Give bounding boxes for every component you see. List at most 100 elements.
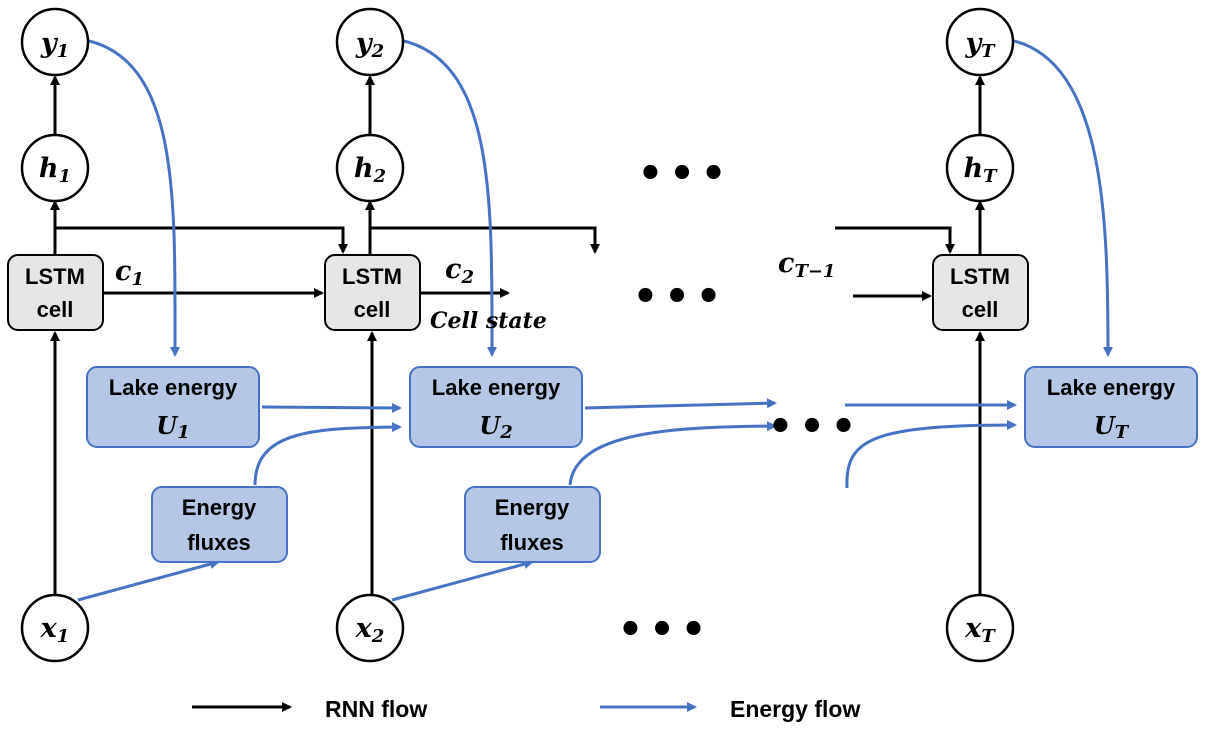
lake-energy-2-label: Lake energy bbox=[432, 375, 561, 400]
svg-text:cT−1: cT−1 bbox=[778, 248, 835, 282]
y1-to-lake1-arrow bbox=[84, 38, 181, 357]
svg-text:h2: h2 bbox=[354, 153, 386, 187]
ellipsis-input: ••• bbox=[618, 607, 713, 653]
ellipsis-energy: ••• bbox=[768, 404, 863, 450]
h1-subscript: 1 bbox=[59, 166, 72, 187]
input-node-xT bbox=[945, 593, 1015, 663]
cT-minus-1-subscript: T−1 bbox=[794, 261, 835, 282]
U1-symbol: U bbox=[156, 411, 179, 440]
hT-subscript: T bbox=[983, 166, 998, 187]
UT-symbol: U bbox=[1094, 411, 1117, 440]
lake-energy-1-label: Lake energy bbox=[109, 375, 238, 400]
input-node-x2 bbox=[335, 593, 405, 663]
legend: RNN flow Energy flow bbox=[192, 696, 860, 722]
h2-symbol: h bbox=[354, 153, 374, 184]
energy-arrows bbox=[77, 38, 1113, 602]
output-node-y1 bbox=[20, 7, 90, 77]
lake-energy-T-label: Lake energy bbox=[1047, 375, 1176, 400]
cell-state-labels: c1 c2 cT−1 Cell state bbox=[115, 248, 835, 334]
svg-text:x1: x1 bbox=[40, 613, 70, 647]
cT-minus-1-symbol: c bbox=[778, 248, 794, 279]
xT-symbol: x bbox=[964, 613, 982, 644]
energy-fluxes-2-line1: Energy bbox=[495, 495, 570, 520]
lstm-cell-1-line1: LSTM bbox=[25, 264, 85, 289]
lake-energy-box-2 bbox=[409, 366, 583, 448]
svg-text:U2: U2 bbox=[479, 411, 512, 443]
output-node-y2 bbox=[335, 7, 405, 77]
flux2-forward-arrow bbox=[568, 421, 777, 486]
svg-text:c2: c2 bbox=[445, 254, 474, 288]
lake2-forward-arrow bbox=[584, 398, 777, 410]
hidden-node-hT bbox=[945, 133, 1015, 203]
column-T: yT hT LSTM cell Lake energy UT xT bbox=[932, 7, 1198, 663]
ellipsis-cell: ••• bbox=[633, 274, 728, 320]
svg-text:UT: UT bbox=[1094, 411, 1130, 443]
h1-symbol: h bbox=[39, 153, 59, 184]
energy-fluxes-box-2 bbox=[464, 486, 601, 563]
legend-rnn-label: RNN flow bbox=[325, 696, 427, 722]
x1-subscript: 1 bbox=[57, 626, 70, 647]
U2-symbol: U bbox=[479, 411, 502, 440]
y1-subscript: 1 bbox=[57, 41, 70, 62]
svg-text:U1: U1 bbox=[156, 411, 189, 443]
column-2: y2 h2 LSTM cell Lake energy U2 Energy fl… bbox=[324, 7, 601, 663]
lstm-cell-2 bbox=[324, 254, 421, 331]
yT-to-lakeT-arrow bbox=[1009, 38, 1113, 357]
h2-subscript: 2 bbox=[373, 166, 387, 187]
svg-text:y2: y2 bbox=[355, 28, 384, 62]
energy-fluxes-box-1 bbox=[151, 486, 288, 563]
fluxT-minus-1-to-lakeT-arrow bbox=[845, 420, 1017, 489]
svg-text:hT: hT bbox=[963, 153, 998, 187]
xT-subscript: T bbox=[981, 626, 996, 647]
x2-subscript: 2 bbox=[371, 626, 385, 647]
flux1-to-lake2-arrow bbox=[253, 422, 402, 486]
h1-to-lstm2-arrow bbox=[55, 226, 348, 254]
lstm-cell-T-line1: LSTM bbox=[950, 264, 1010, 289]
ellipses: ••• ••• ••• ••• bbox=[618, 151, 863, 653]
lake-energy-box-1 bbox=[86, 366, 260, 448]
lstm-cell-2-line1: LSTM bbox=[342, 264, 402, 289]
U2-subscript: 2 bbox=[499, 422, 513, 443]
y1-symbol: y bbox=[40, 28, 59, 59]
cell-state-label: Cell state bbox=[430, 308, 547, 334]
svg-text:y1: y1 bbox=[40, 28, 69, 62]
x1-to-flux1-arrow bbox=[77, 559, 220, 602]
output-node-yT bbox=[945, 7, 1015, 77]
ellipsis-hidden: ••• bbox=[638, 151, 733, 197]
c2-symbol: c bbox=[445, 254, 461, 285]
svg-text:x2: x2 bbox=[355, 613, 385, 647]
y2-to-lake2-arrow bbox=[399, 38, 498, 357]
c1-subscript: 1 bbox=[131, 269, 144, 290]
column-1: y1 h1 LSTM cell Lake energy U1 Energy fl… bbox=[7, 7, 288, 663]
hT-minus-1-to-lstmT-arrow bbox=[835, 226, 955, 254]
legend-energy-label: Energy flow bbox=[730, 696, 860, 722]
U1-subscript: 1 bbox=[177, 422, 190, 443]
lstm-cell-1 bbox=[7, 254, 104, 331]
hT-symbol: h bbox=[963, 153, 983, 184]
x1-symbol: x bbox=[40, 613, 58, 644]
hidden-node-h2 bbox=[335, 133, 405, 203]
x2-symbol: x bbox=[355, 613, 373, 644]
c2-subscript: 2 bbox=[460, 267, 474, 288]
UT-subscript: T bbox=[1115, 422, 1130, 443]
hidden-node-h1 bbox=[20, 133, 90, 203]
lake-energy-box-T bbox=[1024, 366, 1198, 448]
yT-subscript: T bbox=[981, 41, 996, 62]
svg-text:yT: yT bbox=[964, 28, 996, 62]
h2-forward-arrow bbox=[370, 226, 600, 254]
energy-fluxes-1-line1: Energy bbox=[182, 495, 257, 520]
energy-fluxes-1-line2: fluxes bbox=[187, 530, 251, 555]
y2-subscript: 2 bbox=[371, 41, 385, 62]
lstm-cell-1-line2: cell bbox=[37, 297, 74, 322]
y2-symbol: y bbox=[355, 28, 374, 59]
lstm-cell-2-line2: cell bbox=[354, 297, 391, 322]
lstm-cell-T-line2: cell bbox=[962, 297, 999, 322]
x2-to-flux2-arrow bbox=[391, 559, 534, 602]
c1-symbol: c bbox=[115, 256, 131, 287]
lake1-to-lake2-arrow bbox=[261, 402, 402, 413]
yT-symbol: y bbox=[964, 28, 983, 59]
input-node-x1 bbox=[20, 593, 90, 663]
svg-text:xT: xT bbox=[964, 613, 996, 647]
energy-fluxes-2-line2: fluxes bbox=[500, 530, 564, 555]
